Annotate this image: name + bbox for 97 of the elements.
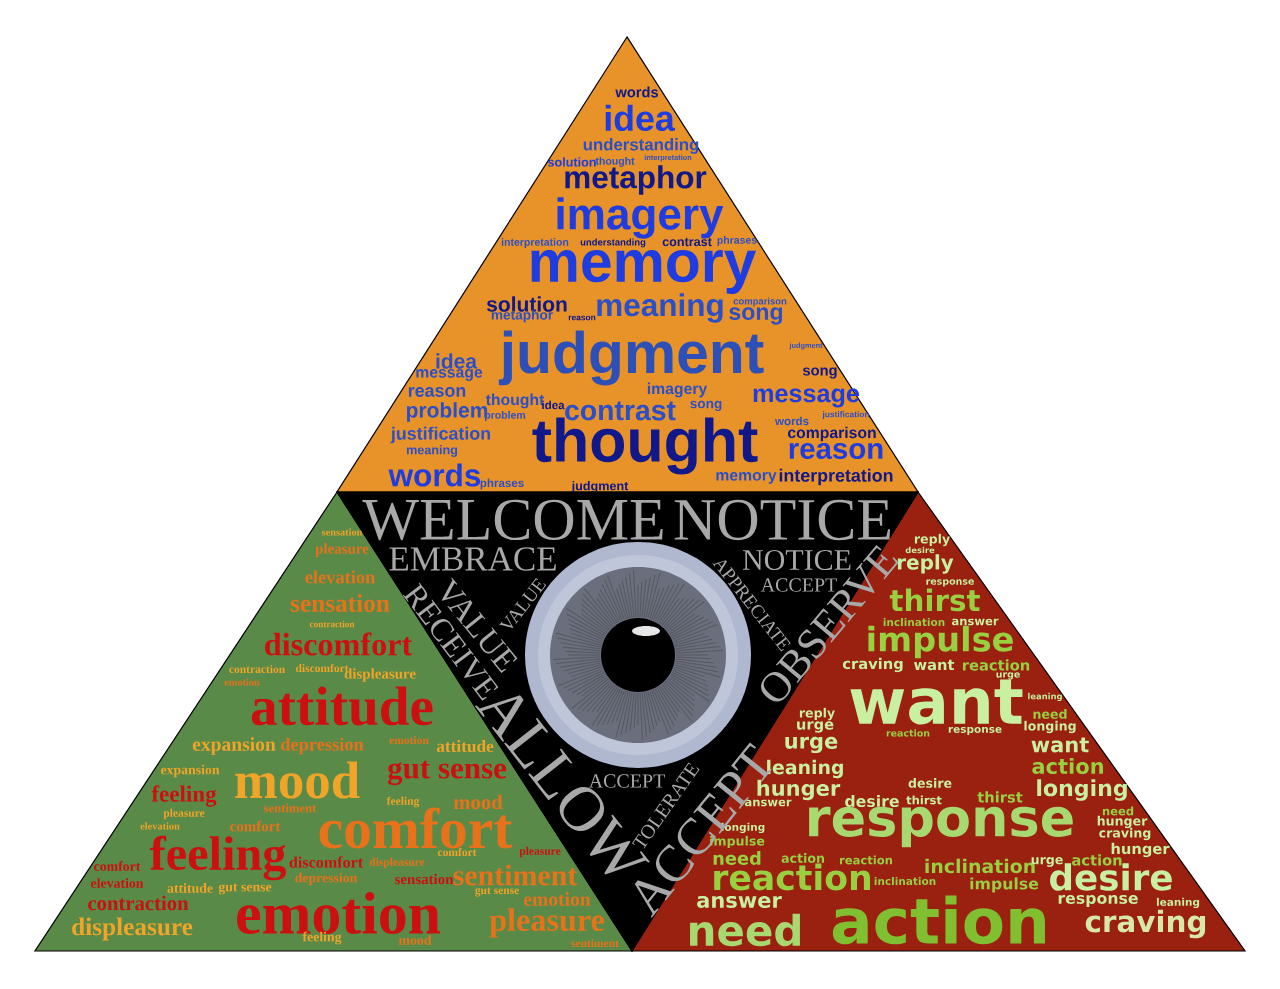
word: comparison bbox=[733, 297, 787, 307]
word: depression bbox=[295, 872, 358, 886]
word: judgment bbox=[571, 481, 629, 493]
word: attitude bbox=[167, 883, 213, 893]
word: idea bbox=[605, 104, 675, 132]
word: song bbox=[729, 307, 783, 325]
word: feeling bbox=[151, 785, 217, 807]
word: words bbox=[774, 416, 809, 426]
word: sensation bbox=[290, 594, 390, 612]
word: contraction bbox=[229, 664, 285, 674]
word: reason bbox=[408, 387, 466, 397]
word: sentiment bbox=[571, 938, 619, 948]
word: meaning bbox=[597, 293, 723, 323]
word: response bbox=[809, 806, 1073, 848]
word: expansion bbox=[192, 737, 276, 755]
word: elevation bbox=[140, 822, 180, 830]
word: expansion bbox=[160, 764, 220, 778]
word: thought bbox=[595, 157, 635, 167]
word: reaction bbox=[840, 855, 893, 865]
word: feeling bbox=[149, 835, 286, 881]
word: pleasure bbox=[489, 908, 604, 938]
word: metaphor bbox=[565, 165, 707, 195]
word: elevation bbox=[305, 570, 375, 584]
word: interpretation bbox=[501, 238, 569, 248]
word: reaction bbox=[963, 659, 1030, 671]
word: comfort bbox=[94, 861, 141, 871]
word: interpretation bbox=[779, 468, 893, 486]
word: impulse bbox=[970, 877, 1039, 893]
word: reason bbox=[789, 442, 883, 460]
word: solution bbox=[547, 157, 596, 167]
word: response bbox=[1058, 894, 1138, 907]
word: discomfort bbox=[289, 856, 364, 868]
word: sensation bbox=[394, 873, 454, 885]
word: WELCOME bbox=[362, 499, 663, 541]
word: hunger bbox=[1097, 815, 1148, 829]
word: want bbox=[1031, 737, 1089, 753]
word: words bbox=[615, 86, 659, 98]
word: meaning bbox=[406, 445, 458, 457]
word: pleasure bbox=[163, 808, 205, 820]
word: urge bbox=[797, 721, 834, 733]
word: emotion bbox=[224, 678, 260, 686]
word: want bbox=[914, 659, 955, 671]
word: longing bbox=[1037, 779, 1127, 801]
word: reply bbox=[914, 533, 950, 547]
word: reply bbox=[897, 554, 954, 574]
word: elevation bbox=[91, 878, 144, 888]
word: understanding bbox=[580, 238, 646, 248]
word: comfort bbox=[230, 820, 281, 832]
word: song bbox=[802, 367, 837, 379]
word: need bbox=[1033, 709, 1067, 719]
word: desire bbox=[905, 546, 935, 554]
word: EMBRACE bbox=[389, 547, 556, 571]
word: leaning bbox=[1028, 692, 1062, 702]
word: craving bbox=[1085, 909, 1206, 939]
word: desire bbox=[908, 778, 952, 788]
word: displeasure bbox=[72, 917, 193, 941]
word: mood bbox=[398, 935, 432, 945]
word: thirst bbox=[977, 791, 1023, 803]
word: understanding bbox=[583, 138, 699, 154]
word: gut sense bbox=[218, 883, 272, 895]
word: response bbox=[948, 726, 1002, 736]
word: justification bbox=[390, 426, 490, 444]
word: contrast bbox=[662, 237, 712, 247]
word: contraction bbox=[309, 620, 355, 628]
word: depression bbox=[281, 737, 364, 755]
word: message bbox=[416, 369, 483, 381]
word: phrases bbox=[480, 478, 524, 490]
word: memory bbox=[531, 250, 757, 294]
word: craving bbox=[1099, 827, 1151, 841]
word: comparison bbox=[787, 426, 876, 442]
word: reply bbox=[799, 707, 835, 721]
word: words bbox=[388, 463, 481, 487]
word: action bbox=[1032, 757, 1103, 775]
word: emotion bbox=[524, 892, 591, 906]
word: need bbox=[1102, 806, 1134, 816]
word: pleasure bbox=[315, 543, 369, 557]
word: leaning bbox=[1156, 897, 1200, 909]
word: sentiment bbox=[264, 803, 317, 813]
word: reason bbox=[568, 315, 596, 321]
word: idea bbox=[436, 353, 478, 369]
word: answer bbox=[951, 618, 999, 626]
word: longing bbox=[1024, 720, 1076, 734]
word: action bbox=[832, 895, 1045, 945]
word: inclination bbox=[874, 876, 936, 886]
word: urge bbox=[996, 672, 1020, 680]
word: message bbox=[753, 388, 860, 408]
word: thirst bbox=[906, 795, 942, 805]
word: response bbox=[926, 579, 974, 587]
word: NOTICE bbox=[674, 499, 890, 541]
word: justification bbox=[822, 411, 870, 419]
word: reaction bbox=[886, 729, 930, 737]
word: desire bbox=[845, 794, 899, 808]
word: mood bbox=[235, 761, 360, 799]
word: gut sense bbox=[475, 887, 519, 897]
word: sensation bbox=[321, 528, 363, 536]
word: contraction bbox=[88, 895, 189, 911]
word: song bbox=[690, 400, 722, 412]
